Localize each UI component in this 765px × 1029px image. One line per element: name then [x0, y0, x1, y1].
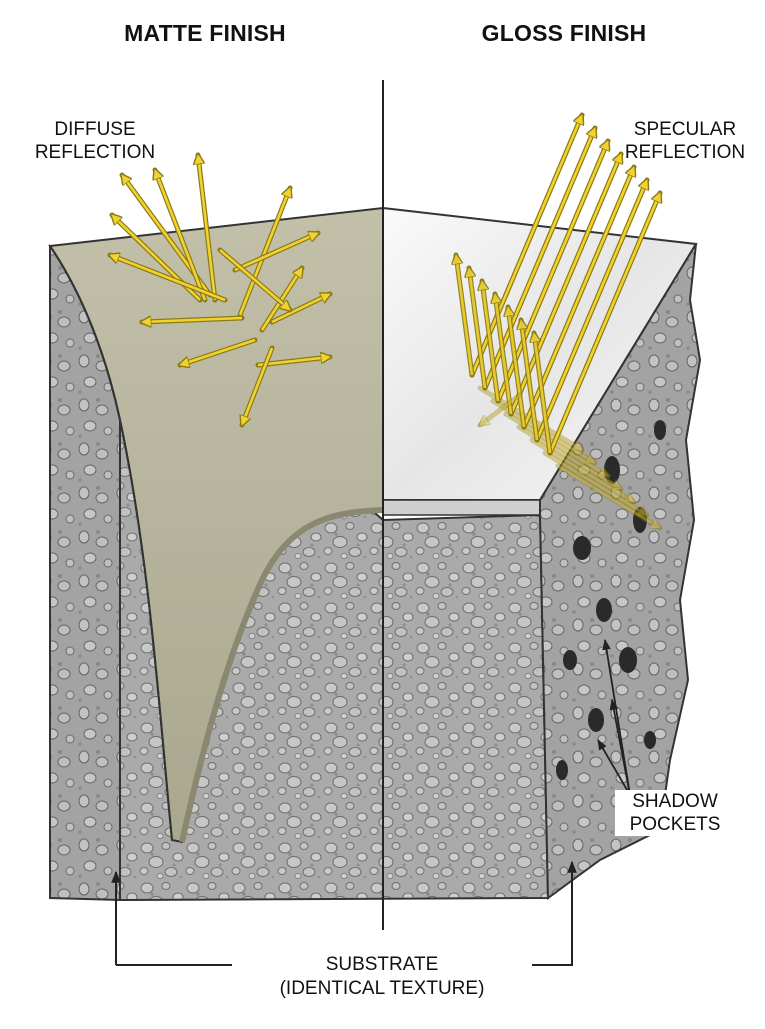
substrate-label: SUBSTRATE (IDENTICAL TEXTURE) — [232, 953, 532, 1001]
diffuse-ray-8 — [260, 268, 302, 331]
specular-reflection-label: SPECULAR REFLECTION — [605, 118, 765, 164]
substrate-label-line1: SUBSTRATE — [325, 954, 439, 975]
diffuse-ray-1 — [198, 155, 217, 301]
transmitted-ray-6-outline — [542, 450, 650, 518]
diffuse-label-line2: REFLECTION — [34, 142, 156, 163]
matte-coating-edge — [179, 507, 384, 843]
diffuse-ray-7 — [234, 233, 318, 272]
incoming-ray-5 — [508, 307, 526, 428]
specular-label-line2: REFLECTION — [624, 142, 746, 163]
diffuse-label-line1: DIFFUSE — [54, 119, 136, 140]
gloss-finish-title: GLOSS FINISH — [481, 20, 647, 46]
substrate-label-line2: (IDENTICAL TEXTURE) — [279, 978, 485, 999]
diffuse-ray-3 — [155, 170, 207, 301]
specular-ray-7 — [548, 193, 660, 454]
shadow-label-line2: POCKETS — [629, 814, 721, 835]
diffuse-ray-9 — [271, 294, 330, 324]
incoming-ray-7 — [534, 333, 552, 454]
incoming-ray-1 — [456, 255, 474, 376]
transmitted-ray-7-outline — [555, 463, 663, 531]
shadow-pointers — [597, 638, 631, 796]
incoming-ray-3 — [482, 281, 500, 402]
transmitted-ray-6 — [544, 451, 647, 515]
specular-label-line1: SPECULAR — [633, 119, 737, 140]
diffuse-ray-12 — [257, 357, 330, 367]
diffuse-reflection-label: DIFFUSE REFLECTION — [20, 118, 170, 164]
scatter-ray — [480, 393, 521, 425]
diffuse-ray-14 — [219, 249, 290, 310]
shadow-pockets-label: SHADOW POCKETS — [615, 790, 735, 836]
specular-ray-6 — [535, 180, 647, 441]
diffuse-ray-10 — [142, 318, 243, 322]
diffuse-rays — [110, 155, 330, 425]
matte-finish-title: MATTE FINISH — [124, 20, 286, 46]
shadow-label-line1: SHADOW — [632, 791, 718, 812]
specular-rays — [456, 115, 663, 531]
incoming-ray-2 — [469, 268, 487, 389]
transmitted-ray-7 — [557, 464, 660, 528]
diffuse-ray-13 — [242, 347, 274, 425]
incoming-ray-4 — [495, 294, 513, 415]
diffuse-ray-5 — [110, 255, 226, 302]
substrate-bracket — [111, 860, 577, 966]
diffuse-ray-6 — [238, 188, 290, 316]
incoming-ray-6 — [521, 320, 539, 441]
diffuse-ray-11 — [180, 338, 256, 365]
gloss-substrate-side — [539, 243, 702, 900]
